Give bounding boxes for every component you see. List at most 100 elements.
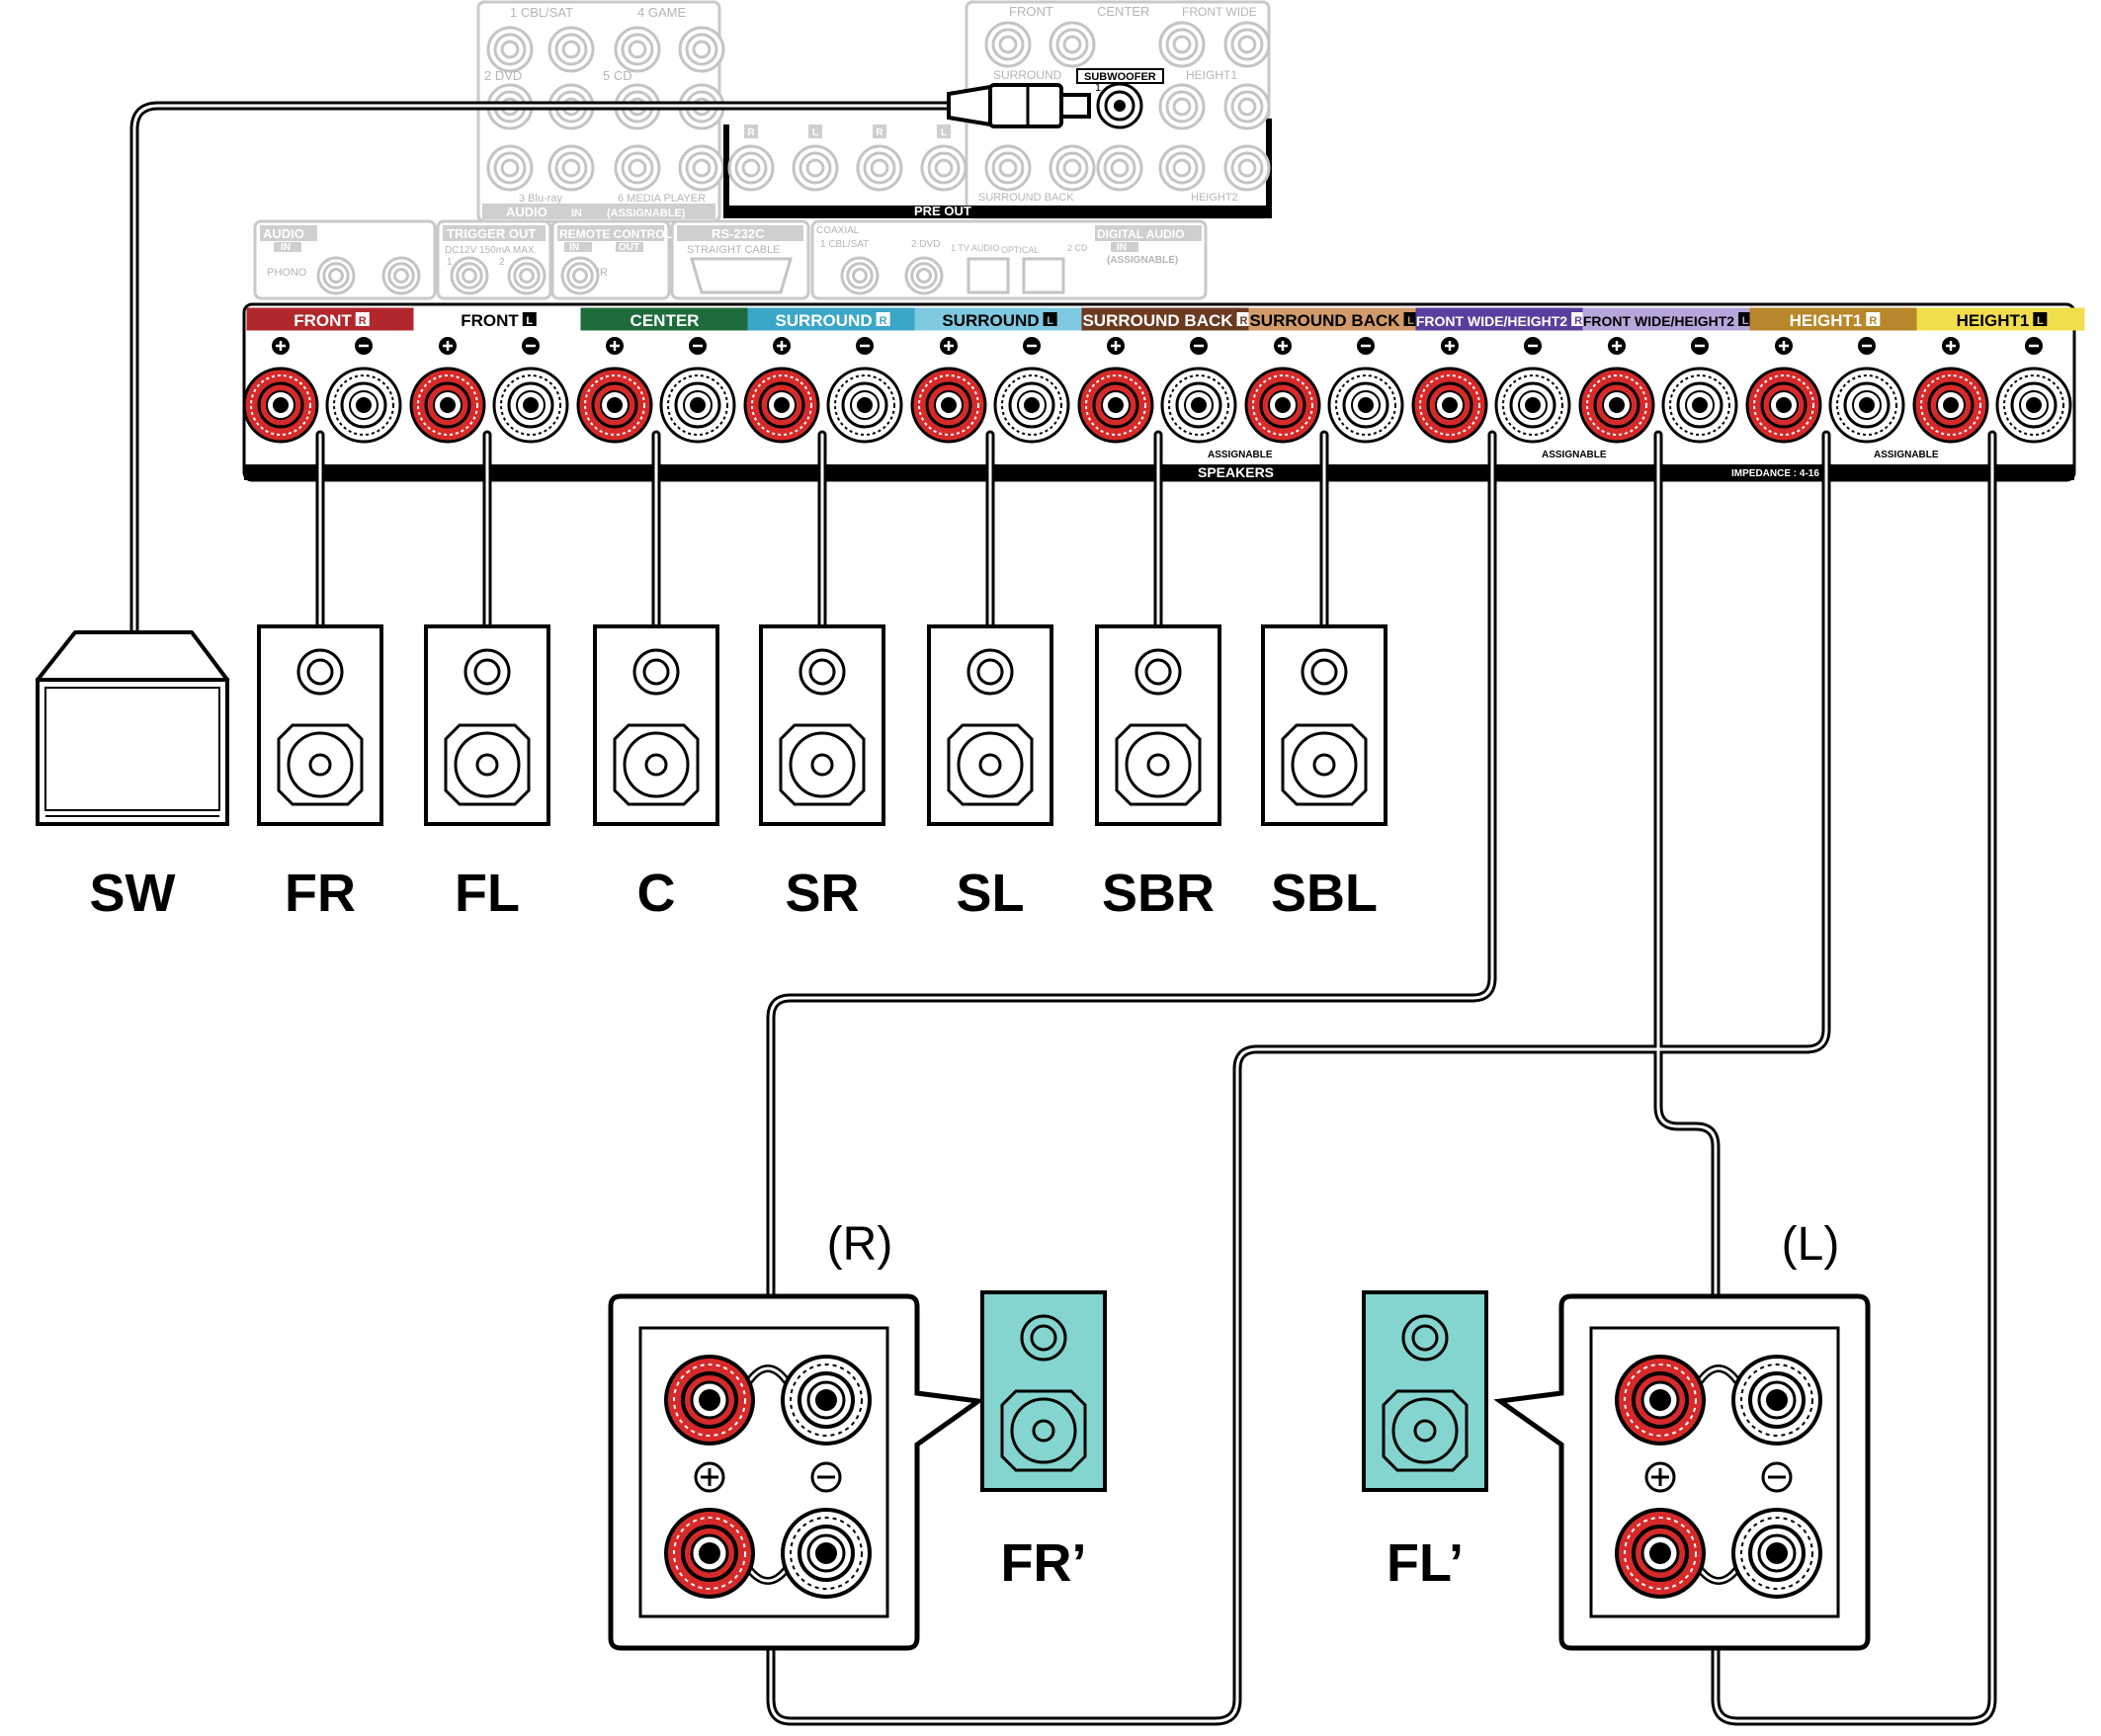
- bi-amp-high-positive[interactable]: [664, 1355, 755, 1446]
- speaker-box-fl: [424, 624, 550, 826]
- negative-terminal[interactable]: [1828, 337, 1905, 444]
- middle-jack[interactable]: [507, 256, 546, 295]
- bi-amp-high-positive[interactable]: [1615, 1355, 1706, 1446]
- preout-rca-jack[interactable]: [1049, 21, 1096, 68]
- remote-label: REMOTE CONTROL: [559, 227, 672, 241]
- minus-sign-icon: [1761, 1461, 1793, 1493]
- speaker-label-fl: FL: [455, 864, 520, 923]
- biamp-right-terminal-box: [608, 1290, 1107, 1651]
- positive-terminal[interactable]: [576, 337, 653, 444]
- positive-terminal[interactable]: [409, 337, 486, 444]
- middle-jack[interactable]: [450, 256, 489, 295]
- negative-terminal[interactable]: [826, 337, 903, 444]
- preout-height2: HEIGHT2: [1191, 192, 1238, 204]
- middle-jack[interactable]: [316, 256, 356, 295]
- negative-terminal[interactable]: [1494, 337, 1571, 444]
- bi-amp-high-negative[interactable]: [781, 1355, 872, 1446]
- positive-terminal[interactable]: [242, 337, 319, 444]
- preout-rca-jack[interactable]: [1223, 83, 1271, 130]
- middle-jack[interactable]: [560, 256, 600, 295]
- channel-side-letter: R: [880, 315, 887, 327]
- channel-side-letter: R: [1869, 315, 1877, 327]
- digital-in: IN: [1117, 242, 1127, 253]
- speaker-label-sbr: SBR: [1102, 864, 1215, 923]
- preout-rca-jack[interactable]: [1158, 83, 1206, 130]
- preout-rca-jack[interactable]: [984, 144, 1032, 192]
- input-rca-jack[interactable]: [678, 26, 725, 73]
- preout-label: PRE OUT: [914, 204, 971, 218]
- rs232-sub: STRAIGHT CABLE: [687, 244, 781, 256]
- positive-terminal[interactable]: [1244, 337, 1321, 444]
- negative-terminal[interactable]: [325, 337, 402, 444]
- input-rca-jack[interactable]: [547, 26, 595, 73]
- channel-header-label: FRONT WIDE/HEIGHT2: [1416, 313, 1567, 329]
- middle-jack[interactable]: [840, 256, 880, 295]
- input-rca-jack[interactable]: [614, 26, 661, 73]
- negative-terminal[interactable]: [1327, 337, 1404, 444]
- assignable-2: ASSIGNABLE: [1542, 450, 1607, 460]
- positive-terminal[interactable]: [1912, 337, 1989, 444]
- positive-terminal[interactable]: [743, 337, 820, 444]
- positive-terminal[interactable]: [1411, 337, 1488, 444]
- channel-side-letter: L: [526, 315, 533, 327]
- preout-rca-jack[interactable]: [1096, 144, 1143, 192]
- negative-terminal[interactable]: [1661, 337, 1738, 444]
- channel-header-label: FRONT: [294, 311, 352, 330]
- speaker-box-sbl: [1261, 624, 1387, 826]
- optical-port[interactable]: [966, 257, 1010, 294]
- bi-amp-low-positive[interactable]: [1615, 1508, 1706, 1599]
- negative-terminal[interactable]: [1995, 337, 2072, 444]
- input-rca-jack[interactable]: [678, 144, 725, 192]
- impedance-label: IMPEDANCE : 4-16 Ω: [1731, 468, 1830, 479]
- preout-rca-jack[interactable]: [920, 144, 967, 192]
- biamp-left-side: (L): [1782, 1218, 1840, 1271]
- negative-terminal[interactable]: [1160, 337, 1237, 444]
- plus-sign-icon: [1644, 1461, 1676, 1493]
- speaker-label-c: C: [637, 864, 676, 923]
- speaker-box-sr: [759, 624, 885, 826]
- trigger-label: TRIGGER OUT: [447, 226, 536, 241]
- preout-rca-jack[interactable]: [727, 144, 775, 192]
- channel-header-label: SURROUND: [775, 311, 872, 330]
- negative-terminal[interactable]: [659, 337, 736, 444]
- preout-rca-jack[interactable]: [792, 144, 839, 192]
- rl-tag-text: L: [812, 127, 818, 138]
- trigger-1: 1: [447, 257, 453, 268]
- input-rca-jack[interactable]: [614, 144, 661, 192]
- coax-1: 1 CBL/SAT: [820, 239, 869, 250]
- positive-terminal[interactable]: [910, 337, 987, 444]
- preout-rca-jack[interactable]: [1158, 21, 1206, 68]
- bi-amp-high-negative[interactable]: [1731, 1355, 1822, 1446]
- speaker-box-c: [593, 624, 719, 826]
- bi-amp-low-negative[interactable]: [1731, 1508, 1822, 1599]
- negative-terminal[interactable]: [993, 337, 1070, 444]
- subwoofer-preout-jack[interactable]: 1: [1095, 82, 1143, 129]
- middle-jack[interactable]: [381, 256, 421, 295]
- rl-tag-text: L: [941, 127, 947, 138]
- input-rca-jack[interactable]: [486, 144, 534, 192]
- positive-terminal[interactable]: [1578, 337, 1655, 444]
- positive-terminal[interactable]: [1745, 337, 1822, 444]
- tv-audio: 1 TV AUDIO: [951, 243, 999, 253]
- bi-amp-low-positive[interactable]: [664, 1508, 755, 1599]
- preout-front: FRONT: [1009, 4, 1053, 19]
- cd-label: 2 CD: [1067, 243, 1088, 253]
- rs232-port[interactable]: [689, 257, 794, 294]
- preout-rca-jack[interactable]: [856, 144, 903, 192]
- input-rca-jack[interactable]: [547, 144, 595, 192]
- preout-center: CENTER: [1097, 4, 1149, 19]
- middle-jack[interactable]: [904, 256, 944, 295]
- negative-terminal[interactable]: [492, 337, 569, 444]
- optical-port[interactable]: [1022, 257, 1065, 294]
- preout-rca-jack[interactable]: [984, 21, 1032, 68]
- input-rca-jack[interactable]: [486, 26, 534, 73]
- preout-rca-jack[interactable]: [1158, 144, 1206, 192]
- preout-rca-jack[interactable]: [1223, 21, 1271, 68]
- bi-amp-low-negative[interactable]: [781, 1508, 872, 1599]
- audio-in-tag: IN: [571, 207, 582, 219]
- preout-rca-jack[interactable]: [1049, 144, 1096, 192]
- preout-rca-jack[interactable]: [1223, 144, 1271, 192]
- positive-terminal[interactable]: [1077, 337, 1154, 444]
